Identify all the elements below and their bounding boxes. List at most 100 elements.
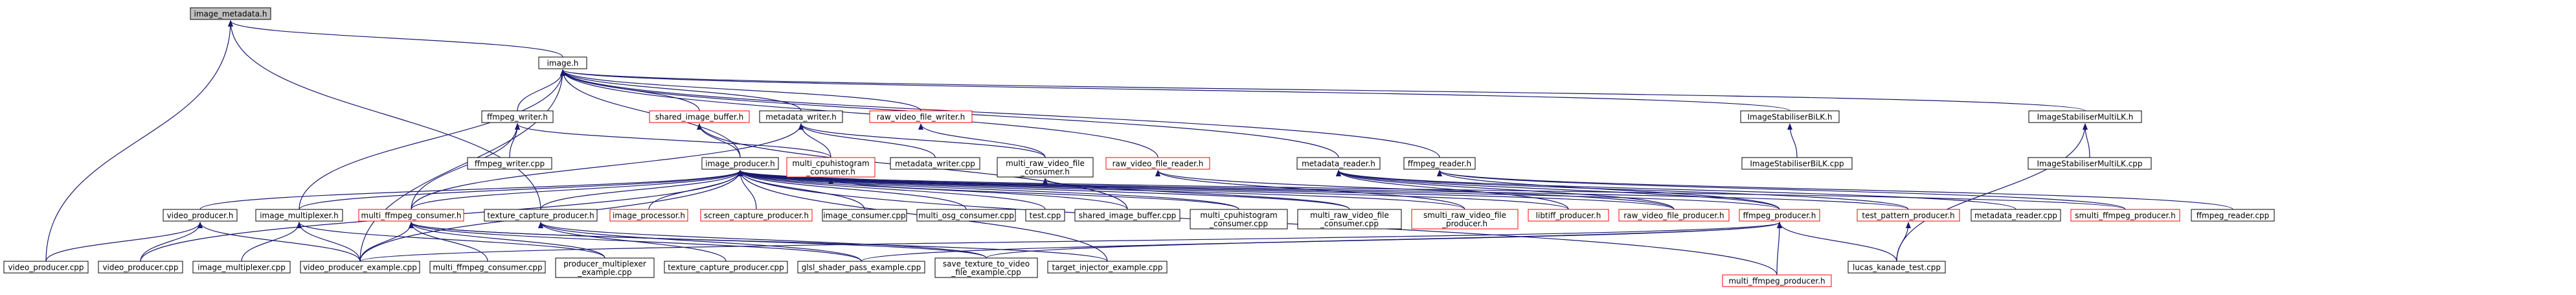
edge-metadata-reader-cpp-to-metadata-reader-h <box>1336 170 2017 210</box>
node-label: ffmpeg_writer.cpp <box>475 159 545 169</box>
edge-ffmpeg-reader-h-to-image-h <box>560 69 1440 158</box>
edge-image-multiplexer-h-to-image-h <box>299 69 565 210</box>
edge-multi-raw-video-file-consumer-cpp-to-image-producer-h <box>738 170 1350 210</box>
node-smulti-raw-video-file-producer-h[interactable]: smulti_raw_video_file_producer.h <box>1411 209 1519 230</box>
node-metadata-reader-h[interactable]: metadata_reader.h <box>1296 157 1381 170</box>
node-ffmpeg-writer-cpp[interactable]: ffmpeg_writer.cpp <box>467 157 552 170</box>
edge-multi-raw-video-file-consumer-h-to-metadata-writer-h <box>798 123 1046 158</box>
node-shared-image-buffer-h[interactable]: shared_image_buffer.h <box>649 110 750 123</box>
node-target-injector-example-cpp[interactable]: target_injector_example.cpp <box>1047 261 1168 274</box>
node-box <box>3 261 89 274</box>
node-box <box>555 257 655 278</box>
node-test-cpp[interactable]: test.cpp <box>1025 209 1065 222</box>
edge-raw-video-file-producer-h-to-metadata-reader-h <box>1336 170 1675 210</box>
edge-glsl-shader-pass-example-cpp-to-texture-capture-producer-h <box>538 222 862 262</box>
node-multi-raw-video-file-consumer-cpp[interactable]: multi_raw_video_file_consumer.cpp <box>1297 209 1402 230</box>
node-box <box>786 157 876 178</box>
node-smulti-ffmpeg-producer-h[interactable]: smulti_ffmpeg_producer.h <box>2070 209 2180 222</box>
node-label: video_producer_example.cpp <box>303 263 417 272</box>
node-multi-ffmpeg-producer-h[interactable]: multi_ffmpeg_producer.h <box>1722 274 1832 287</box>
node-multi-cpuhistogram-consumer-h[interactable]: multi_cpuhistogram_consumer.h <box>786 157 876 178</box>
node-image-producer-h[interactable]: image_producer.h <box>701 157 779 170</box>
node-label: image_producer.h <box>705 159 774 169</box>
node-label: texture_capture_producer.cpp <box>668 263 784 272</box>
edge-video-producer-cpp-1-to-image-metadata-h <box>45 20 233 262</box>
node-ImageStabiliserMultiLK-h[interactable]: ImageStabiliserMultiLK.h <box>2028 110 2142 123</box>
node-ImageStabiliserBiLK-cpp[interactable]: ImageStabiliserBiLK.cpp <box>1741 157 1853 170</box>
node-label: image.h <box>547 59 579 68</box>
node-label: video_producer.cpp <box>8 263 84 272</box>
edge-ImageStabiliserBiLK-h-to-image-h <box>560 69 1791 112</box>
edge-ffmpeg-producer-h-to-metadata-reader-h <box>1336 170 1780 210</box>
node-texture-capture-producer-cpp[interactable]: texture_capture_producer.cpp <box>664 261 788 274</box>
node-raw-video-file-writer-h[interactable]: raw_video_file_writer.h <box>869 110 973 123</box>
node-libtiff-producer-h[interactable]: libtiff_producer.h <box>1528 209 1609 222</box>
node-label: smulti_raw_video_file <box>1423 211 1506 220</box>
node-image-multiplexer-h[interactable]: image_multiplexer.h <box>255 209 343 222</box>
edge-ImageStabiliserMultiLK-cpp-to-ImageStabiliserMultiLK-h <box>2083 123 2090 158</box>
node-test-pattern-producer-h[interactable]: test_pattern_producer.h <box>1857 209 1960 222</box>
node-producer-multiplexer-example-cpp[interactable]: producer_multiplexer_example.cpp <box>555 257 655 278</box>
node-label: glsl_shader_pass_example.cpp <box>802 263 921 272</box>
node-label: texture_capture_producer.h <box>487 211 594 220</box>
node-label: raw_video_file_writer.h <box>877 113 966 122</box>
node-label: save_texture_to_video <box>943 259 1030 268</box>
node-label: _example.cpp <box>577 268 631 277</box>
node-label: raw_video_file_producer.h <box>1623 211 1724 220</box>
node-multi-ffmpeg-consumer-h[interactable]: multi_ffmpeg_consumer.h <box>358 209 464 222</box>
edge-image-h-to-image-metadata-h <box>228 20 563 58</box>
node-multi-raw-video-file-consumer-h[interactable]: multi_raw_video_file_consumer.h <box>997 157 1094 178</box>
edge-ffmpeg-reader-cpp-to-ffmpeg-reader-h <box>1437 170 2233 210</box>
node-label: image_multiplexer.cpp <box>198 263 286 272</box>
edge-multi-ffmpeg-consumer-h-to-metadata-writer-h <box>411 123 804 210</box>
node-multi-cpuhistogram-consumer-cpp[interactable]: multi_cpuhistogram_consumer.cpp <box>1190 209 1288 230</box>
node-image-multiplexer-cpp[interactable]: image_multiplexer.cpp <box>192 261 291 274</box>
edge-producer-multiplexer-example-cpp-to-multi-ffmpeg-consumer-h <box>409 222 605 259</box>
node-texture-capture-producer-h[interactable]: texture_capture_producer.h <box>484 209 598 222</box>
node-metadata-reader-cpp[interactable]: metadata_reader.cpp <box>1971 209 2061 222</box>
node-video-producer-cpp-1[interactable]: video_producer.cpp <box>3 261 89 274</box>
node-box <box>98 261 183 274</box>
node-label: ImageStabiliserMultiLK.h <box>2037 113 2134 122</box>
node-label: shared_image_buffer.h <box>655 113 743 122</box>
node-multi-osg-consumer-cpp[interactable]: multi_osg_consumer.cpp <box>916 209 1016 222</box>
node-ffmpeg-reader-cpp[interactable]: ffmpeg_reader.cpp <box>2191 209 2275 222</box>
node-lucas-kanade-test-cpp[interactable]: lucas_kanade_test.cpp <box>1847 261 1946 274</box>
edge-texture-capture-producer-cpp-to-texture-capture-producer-h <box>538 222 727 262</box>
node-raw-video-file-reader-h[interactable]: raw_video_file_reader.h <box>1105 157 1210 170</box>
node-box <box>1105 157 1210 170</box>
node-label: image_consumer.cpp <box>823 211 905 220</box>
node-metadata-writer-h[interactable]: metadata_writer.h <box>759 110 843 123</box>
node-video-producer-example-cpp[interactable]: video_producer_example.cpp <box>300 261 420 274</box>
node-glsl-shader-pass-example-cpp[interactable]: glsl_shader_pass_example.cpp <box>797 261 925 274</box>
edge-save-texture-to-video-file-example-cpp-to-multi-ffmpeg-consumer-h <box>409 222 987 259</box>
node-image-h[interactable]: image.h <box>538 56 587 69</box>
node-label: metadata_reader.cpp <box>1974 211 2057 220</box>
node-multi-ffmpeg-consumer-cpp[interactable]: multi_ffmpeg_consumer.cpp <box>429 261 546 274</box>
node-ffmpeg-writer-h[interactable]: ffmpeg_writer.h <box>481 110 554 123</box>
node-image-processor-h[interactable]: image_processor.h <box>609 209 688 222</box>
node-label: multi_cpuhistogram <box>1200 211 1277 220</box>
edge-multi-cpuhistogram-consumer-cpp-to-image-producer-h <box>738 170 1239 210</box>
node-shared-image-buffer-cpp[interactable]: shared_image_buffer.cpp <box>1074 209 1181 222</box>
node-ffmpeg-producer-h[interactable]: ffmpeg_producer.h <box>1739 209 1820 222</box>
node-image-consumer-cpp[interactable]: image_consumer.cpp <box>822 209 907 222</box>
node-metadata-writer-cpp[interactable]: metadata_writer.cpp <box>890 157 980 170</box>
node-screen-capture-producer-h[interactable]: screen_capture_producer.h <box>700 209 813 222</box>
node-ImageStabiliserBiLK-h[interactable]: ImageStabiliserBiLK.h <box>1740 110 1840 123</box>
node-ffmpeg-reader-h[interactable]: ffmpeg_reader.h <box>1403 157 1476 170</box>
node-image-metadata-h[interactable]: image_metadata.h <box>190 7 271 20</box>
node-video-producer-cpp-2[interactable]: video_producer.cpp <box>98 261 183 274</box>
node-box <box>300 261 420 274</box>
node-raw-video-file-producer-h[interactable]: raw_video_file_producer.h <box>1618 209 1730 222</box>
node-box <box>1074 209 1181 222</box>
node-video-producer-h[interactable]: video_producer.h <box>163 209 238 222</box>
node-label: _consumer.cpp <box>1209 219 1268 228</box>
node-label: video_producer.h <box>167 211 234 220</box>
node-box <box>255 209 343 222</box>
edge-shared-image-buffer-h-to-image-h <box>560 69 700 112</box>
node-box <box>1847 261 1946 274</box>
node-save-texture-to-video-file-example-cpp[interactable]: save_texture_to_video_file_example.cpp <box>934 257 1038 278</box>
edge-ffmpeg-producer-h-to-image-producer-h <box>738 170 1780 210</box>
node-ImageStabiliserMultiLK-cpp[interactable]: ImageStabiliserMultiLK.cpp <box>2028 157 2152 170</box>
